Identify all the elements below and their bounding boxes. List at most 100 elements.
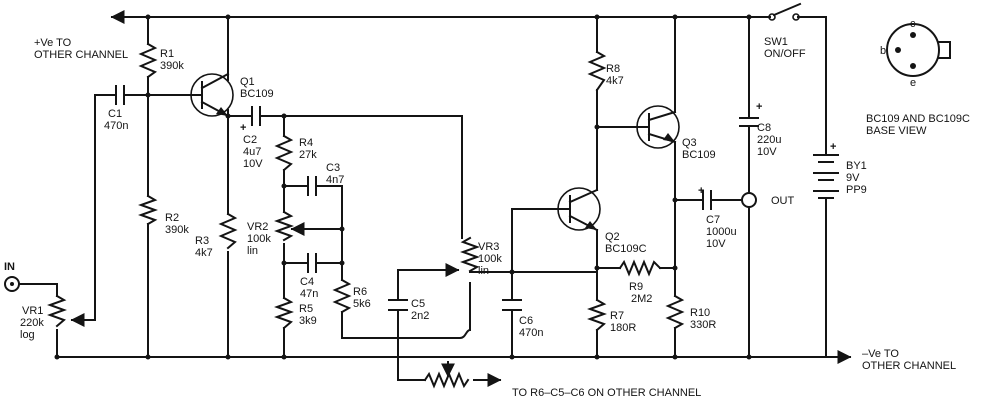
r10-symbol — [665, 294, 685, 330]
r5-value: 3k9 — [299, 315, 317, 327]
c8-plus: + — [756, 101, 762, 113]
q1-type: BC109 — [240, 88, 274, 100]
capacitors — [115, 85, 759, 311]
c2-voltage: 10V — [243, 158, 263, 170]
vr1-symbol — [47, 294, 67, 328]
c8-symbol — [739, 117, 759, 127]
r5-symbol — [274, 296, 294, 330]
vr2-name: VR2 — [247, 221, 268, 233]
vr2-value: 100k — [247, 233, 271, 245]
vr3-taper: lin — [478, 265, 489, 277]
other-channel-pot-symbol — [423, 371, 470, 389]
q3-name: Q3 — [682, 137, 697, 149]
c8-name: C8 — [757, 122, 771, 134]
c6-symbol — [502, 299, 522, 311]
pin-c-label: c — [910, 18, 916, 30]
sw1-function: ON/OFF — [764, 48, 806, 60]
r6-name: R6 — [353, 286, 367, 298]
q3-type: BC109 — [682, 149, 716, 161]
c2-symbol — [251, 106, 261, 126]
wiring — [19, 10, 852, 387]
c4-symbol — [307, 253, 317, 273]
c6-value: 470n — [519, 327, 543, 339]
vr3-name: VR3 — [478, 241, 499, 253]
c2-name: C2 — [243, 134, 257, 146]
c4-name: C4 — [300, 276, 314, 288]
c8-voltage: 10V — [757, 146, 777, 158]
pos-supply-label-2: OTHER CHANNEL — [34, 49, 128, 61]
labels: +Ve TO OTHER CHANNEL –Ve TO OTHER CHANNE… — [4, 18, 970, 399]
base-view-caption-1: BC109 AND BC109C — [866, 113, 970, 125]
r2-name: R2 — [165, 212, 179, 224]
junction-dots — [54, 14, 752, 360]
r9-value: 2M2 — [631, 293, 652, 305]
r9-symbol — [618, 259, 662, 277]
c5-symbol — [388, 299, 408, 311]
r10-value: 330R — [690, 319, 716, 331]
c7-symbol — [702, 190, 712, 210]
r9-name: R9 — [629, 281, 643, 293]
c2-value: 4u7 — [243, 146, 261, 158]
r3-name: R3 — [195, 235, 209, 247]
battery-by1 — [813, 154, 839, 209]
r8-symbol — [587, 50, 607, 92]
vr1-value: 220k — [20, 317, 44, 329]
c6-name: C6 — [519, 315, 533, 327]
r5-name: R5 — [299, 303, 313, 315]
output-jack — [741, 192, 757, 208]
pos-supply-label-1: +Ve TO — [34, 37, 72, 49]
neg-supply-label-2: OTHER CHANNEL — [862, 360, 956, 372]
q2-type: BC109C — [605, 243, 647, 255]
switch-sw1 — [768, 2, 802, 21]
c8-value: 220u — [757, 134, 781, 146]
resistors — [47, 42, 685, 389]
vr3-value: 100k — [478, 253, 502, 265]
input-jack — [4, 276, 20, 292]
r2-value: 390k — [165, 224, 189, 236]
r1-value: 390k — [160, 60, 184, 72]
by1-name: BY1 — [846, 160, 867, 172]
r4-symbol — [274, 134, 294, 172]
r7-name: R7 — [610, 310, 624, 322]
c7-voltage: 10V — [706, 238, 726, 250]
by1-plus: + — [830, 141, 836, 153]
r7-value: 180R — [610, 322, 636, 334]
transistor-q2 — [557, 187, 601, 232]
r8-name: R8 — [606, 63, 620, 75]
r3-symbol — [218, 212, 238, 250]
r3-value: 4k7 — [195, 247, 213, 259]
r6-symbol — [332, 278, 352, 314]
c3-value: 4n7 — [326, 174, 344, 186]
pin-b-label: b — [880, 45, 886, 57]
base-view-caption-2: BASE VIEW — [866, 125, 927, 137]
vr1-name: VR1 — [22, 305, 43, 317]
c5-value: 2n2 — [411, 310, 429, 322]
other-channel-label: TO R6–C5–C6 ON OTHER CHANNEL — [512, 387, 701, 399]
r1-name: R1 — [160, 48, 174, 60]
vr2-symbol — [274, 210, 294, 242]
r6-value: 5k6 — [353, 298, 371, 310]
transistor-q3 — [636, 105, 680, 149]
transistor-q1 — [190, 72, 234, 118]
vr1-taper: log — [20, 329, 35, 341]
output-label: OUT — [771, 195, 795, 207]
q2-name: Q2 — [605, 231, 620, 243]
c2-plus: + — [240, 122, 246, 134]
input-label: IN — [4, 261, 15, 273]
c7-name: C7 — [706, 214, 720, 226]
pin-e-label: e — [910, 77, 916, 89]
r4-value: 27k — [299, 149, 317, 161]
transistor-base-view — [886, 23, 951, 77]
by1-voltage: 9V — [846, 172, 860, 184]
sw1-name: SW1 — [764, 36, 788, 48]
c5-name: C5 — [411, 298, 425, 310]
by1-type: PP9 — [846, 184, 867, 196]
r8-value: 4k7 — [606, 75, 624, 87]
q1-name: Q1 — [240, 76, 255, 88]
switch-to-battery-wire — [797, 16, 827, 156]
vr3-symbol — [460, 236, 480, 273]
vr2-taper: lin — [247, 245, 258, 257]
neg-supply-label-1: –Ve TO — [862, 348, 899, 360]
r7-symbol — [587, 298, 607, 332]
